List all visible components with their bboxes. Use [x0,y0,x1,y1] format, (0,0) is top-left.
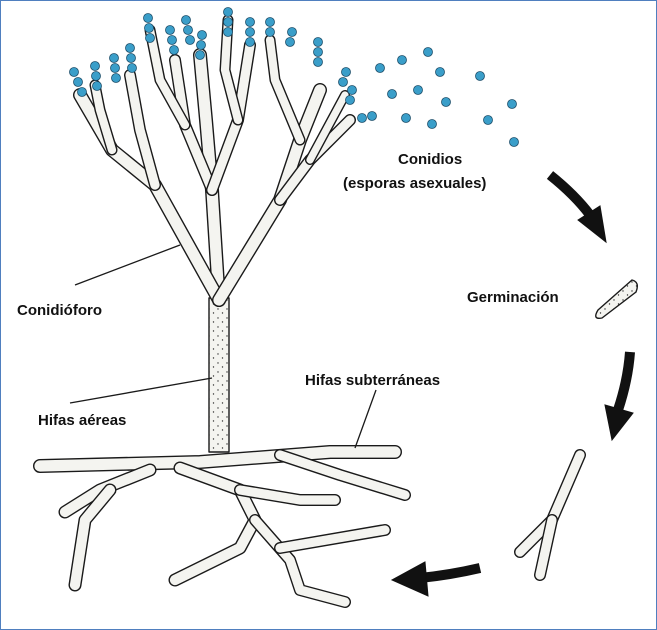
germinating-spore [596,280,638,318]
underground-hyphae [40,452,405,602]
label-hifas-subterraneas: Hifas subterráneas [305,372,440,389]
label-conidios: Conidios [398,151,462,168]
arrow-1 [550,175,606,242]
label-conidioforo: Conidióforo [17,302,102,319]
arrow-2 [605,352,633,440]
arrow-3 [392,562,480,596]
young-hypha [520,455,580,575]
conidiophore [80,20,350,300]
label-germinacion: Germinación [467,289,559,306]
label-hifas-aereas: Hifas aéreas [38,412,126,429]
released-conidia [376,48,519,147]
label-esporas-asexuales: (esporas asexuales) [343,175,486,192]
aerial-hypha-stalk [209,298,229,452]
